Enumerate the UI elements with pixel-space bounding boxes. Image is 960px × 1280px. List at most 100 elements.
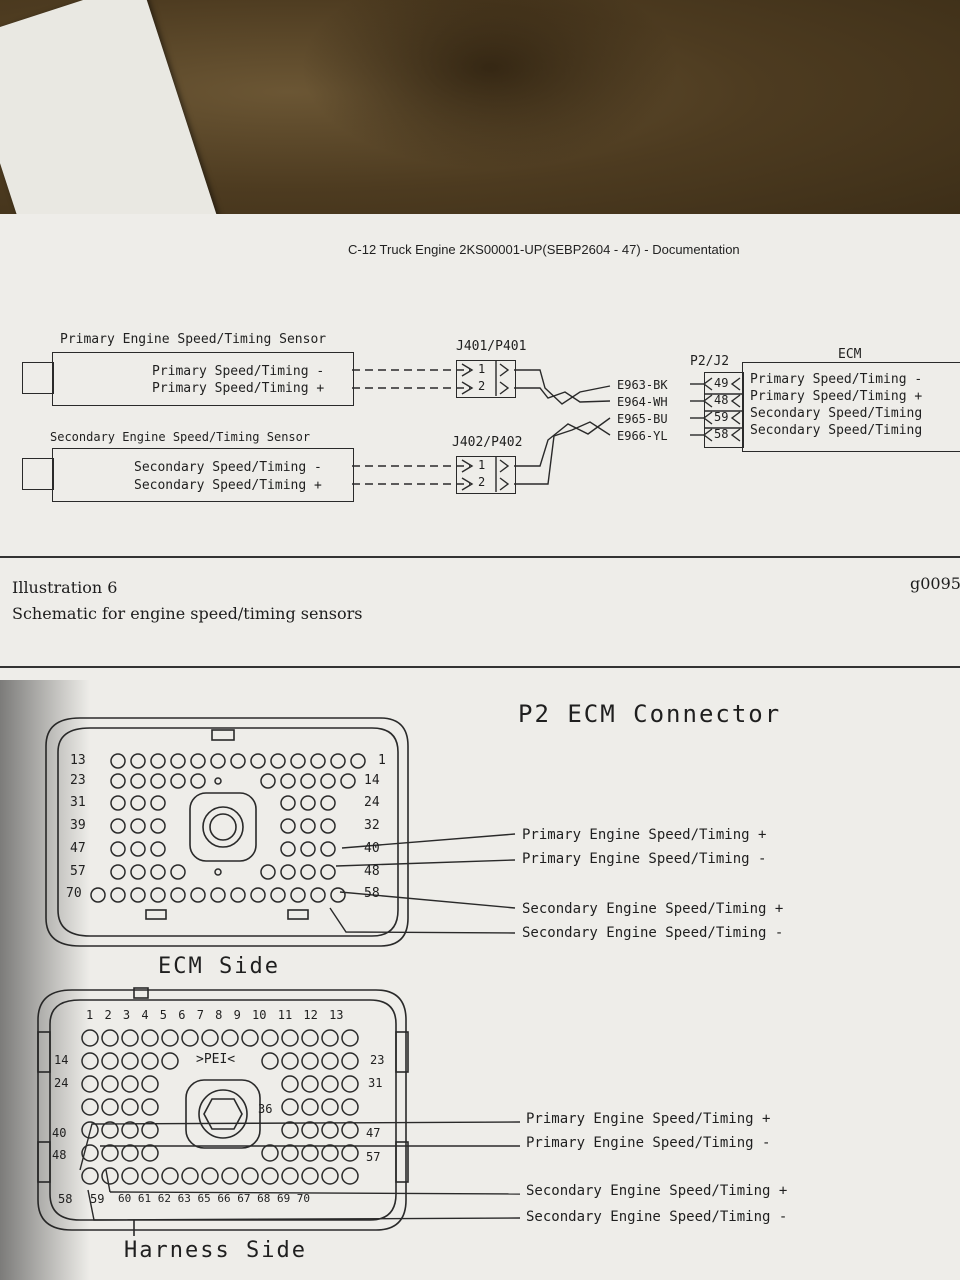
connector-j401 (456, 360, 516, 398)
section-rule-bottom (0, 666, 960, 668)
ecm-connector-label: P2/J2 (690, 354, 730, 369)
harness-pin-hole (241, 1029, 259, 1047)
ecm-pin-hole (280, 795, 296, 811)
harness-pin-hole (101, 1098, 119, 1116)
harness-pin-hole (221, 1029, 239, 1047)
ecm-key-dot (214, 868, 222, 876)
ecm-pin-hole (150, 795, 166, 811)
harness-row-57: 57 (366, 1150, 381, 1164)
harness-pin-hole (121, 1098, 139, 1116)
ecm-pin-hole (260, 864, 276, 880)
harness-pin-hole (341, 1052, 359, 1070)
ecm-pin-hole (300, 818, 316, 834)
ecm-pin-48: 48 (714, 393, 729, 407)
ecm-pin-hole (260, 773, 276, 789)
ecm-pin-hole (150, 864, 166, 880)
connector-j402 (456, 456, 516, 494)
ecm-pin-hole (330, 887, 346, 903)
harness-pin-hole (261, 1052, 279, 1070)
primary-sensor-box (52, 352, 354, 406)
wood-stain (300, 0, 680, 170)
harness-pin-hole (121, 1075, 139, 1093)
harness-pin-hole (261, 1029, 279, 1047)
harness-pin-hole (141, 1167, 159, 1185)
ecm-pin-hole (130, 841, 146, 857)
ecm-box (742, 362, 960, 452)
harness-pin-hole (181, 1167, 199, 1185)
ecm-pin-hole (210, 753, 226, 769)
ecm-pin-hole (230, 753, 246, 769)
harness-bottom-numbers: 60 61 62 63 65 66 67 68 69 70 (118, 1192, 311, 1205)
j401-pin-1: 1 (478, 362, 486, 376)
harness-pin-hole (281, 1052, 299, 1070)
ecm-pin-hole (170, 773, 186, 789)
harness-pin-hole (341, 1098, 359, 1116)
harness-pin-hole (141, 1121, 159, 1139)
ecm-pin-hole (280, 864, 296, 880)
wire-e963: E963-BK (617, 378, 668, 392)
ecm-pin-hole (150, 841, 166, 857)
ecm-pin-hole (130, 864, 146, 880)
ecm-row-1: 1 (378, 753, 386, 768)
ecm-pin-hole (170, 753, 186, 769)
ecm-row-14: 14 (364, 773, 380, 788)
document-sheet (0, 214, 960, 1280)
ecm-pin-hole (110, 818, 126, 834)
harness-pin-hole (201, 1029, 219, 1047)
harness-pin-hole (301, 1121, 319, 1139)
harness-pin-hole (321, 1075, 339, 1093)
harness-pin-hole (301, 1075, 319, 1093)
ecm-side-label: ECM Side (158, 954, 280, 979)
wire-e964: E964-WH (617, 395, 668, 409)
section-rule-top (0, 556, 960, 558)
harness-pin-hole (101, 1144, 119, 1162)
harness-pin-hole (101, 1121, 119, 1139)
harness-pin-hole (121, 1029, 139, 1047)
ecm-pin-hole (170, 887, 186, 903)
harness-pin-hole (141, 1098, 159, 1116)
ecm-pin-hole (250, 753, 266, 769)
primary-sensor-title: Primary Engine Speed/Timing Sensor (60, 332, 327, 347)
primary-pin-plus-label: Primary Speed/Timing + (152, 381, 325, 396)
harness-pin-hole (101, 1029, 119, 1047)
harness-pin-hole (281, 1144, 299, 1162)
wire-e966: E966-YL (617, 429, 668, 443)
ecm-pin-hole (290, 887, 306, 903)
j402-pin-2: 2 (478, 475, 486, 489)
harness-pin-hole (121, 1121, 139, 1139)
ecm-callout-primary-plus: Primary Engine Speed/Timing + (522, 827, 767, 843)
harness-pin-hole (161, 1029, 179, 1047)
ecm-row-32: 32 (364, 818, 380, 833)
harness-pin-hole (281, 1121, 299, 1139)
harness-pin-hole (321, 1052, 339, 1070)
ecm-pin-hole (320, 773, 336, 789)
ecm-pin-49: 49 (714, 376, 729, 390)
harness-pin-hole (281, 1029, 299, 1047)
harness-pin-hole (301, 1098, 319, 1116)
harness-row-36: 36 (258, 1102, 273, 1116)
ecm-pin-hole (150, 773, 166, 789)
harness-row-47: 47 (366, 1126, 381, 1140)
harness-pin-hole (141, 1029, 159, 1047)
harness-row-23: 23 (370, 1053, 385, 1067)
harness-pin-hole (261, 1144, 279, 1162)
ecm-pin-58: 58 (714, 427, 729, 441)
ecm-row-40: 40 (364, 841, 380, 856)
harness-pin-hole (121, 1052, 139, 1070)
secondary-sensor-title: Secondary Engine Speed/Timing Sensor (50, 430, 311, 444)
connector-j402-label: J402/P402 (452, 435, 523, 450)
harness-pin-hole (341, 1144, 359, 1162)
ecm-pin-hole (190, 887, 206, 903)
secondary-pin-minus-label: Secondary Speed/Timing - (134, 460, 322, 475)
harness-row-31: 31 (368, 1076, 383, 1090)
harness-pin-hole (301, 1144, 319, 1162)
harness-pin-hole (141, 1075, 159, 1093)
ecm-connector-block (704, 372, 744, 448)
ecm-pin-59: 59 (714, 410, 729, 424)
harness-pin-hole (241, 1167, 259, 1185)
harness-pin-hole (101, 1075, 119, 1093)
ecm-pin-hole (250, 887, 266, 903)
harness-pin-hole (341, 1075, 359, 1093)
j401-pin-2: 2 (478, 379, 486, 393)
